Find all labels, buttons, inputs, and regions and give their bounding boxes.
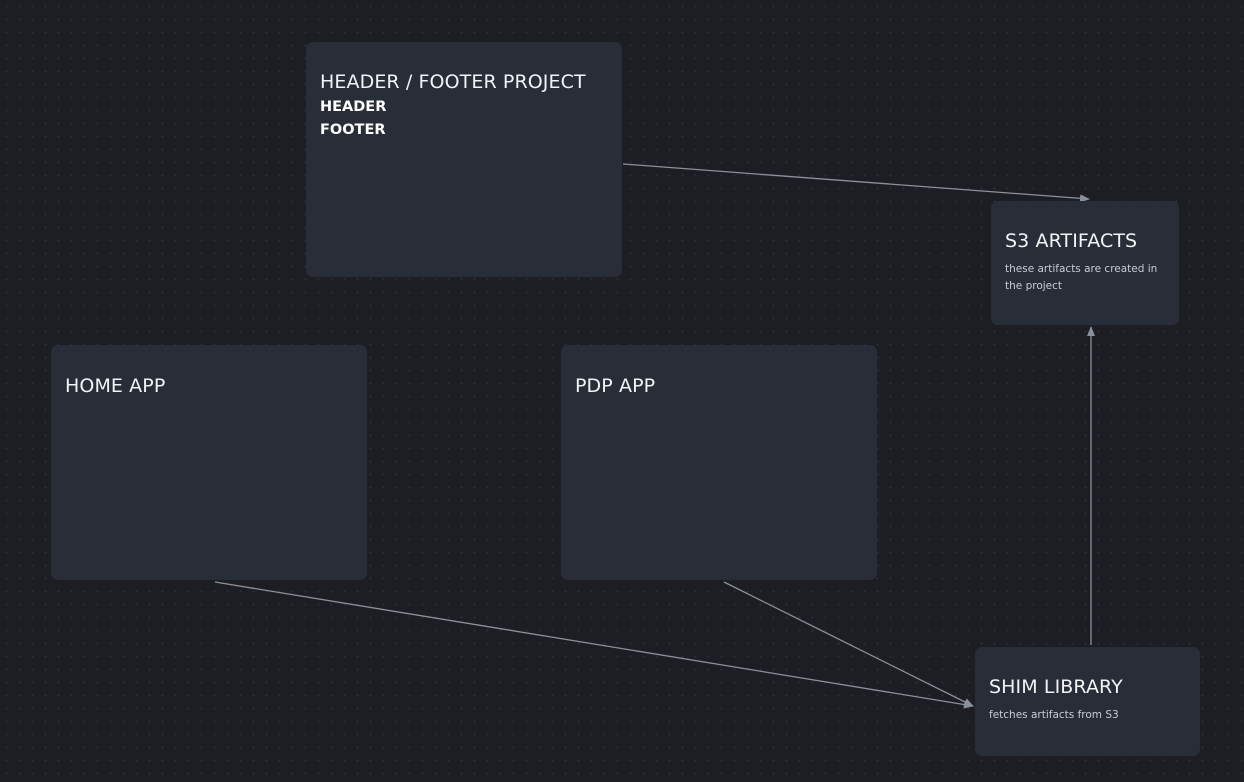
node-header-footer-project[interactable]: HEADER / FOOTER PROJECT HEADER FOOTER <box>306 42 622 277</box>
node-title: PDP APP <box>575 375 656 397</box>
node-shim-library[interactable]: SHIM LIBRARY fetches artifacts from S3 <box>975 647 1200 756</box>
edge-pdp-app-to-shim[interactable] <box>723 581 974 707</box>
node-home-app[interactable]: HOME APP <box>51 345 367 580</box>
node-title: S3 ARTIFACTS <box>1005 230 1138 252</box>
edge-header-footer-to-s3[interactable] <box>622 163 1090 203</box>
node-description: fetches artifacts from S3 <box>989 708 1119 721</box>
node-pdp-app[interactable]: PDP APP <box>561 345 877 580</box>
node-s3-artifacts[interactable]: S3 ARTIFACTS these artifacts are created… <box>991 201 1179 325</box>
node-title: HEADER / FOOTER PROJECT <box>320 71 586 93</box>
node-description: these artifacts are created in the proje… <box>1005 262 1158 293</box>
node-title: HOME APP <box>65 375 166 397</box>
node-item-header: HEADER <box>320 98 387 115</box>
node-title: SHIM LIBRARY <box>989 676 1123 698</box>
edge-home-app-to-shim[interactable] <box>214 581 974 709</box>
node-item-footer: FOOTER <box>320 122 386 139</box>
